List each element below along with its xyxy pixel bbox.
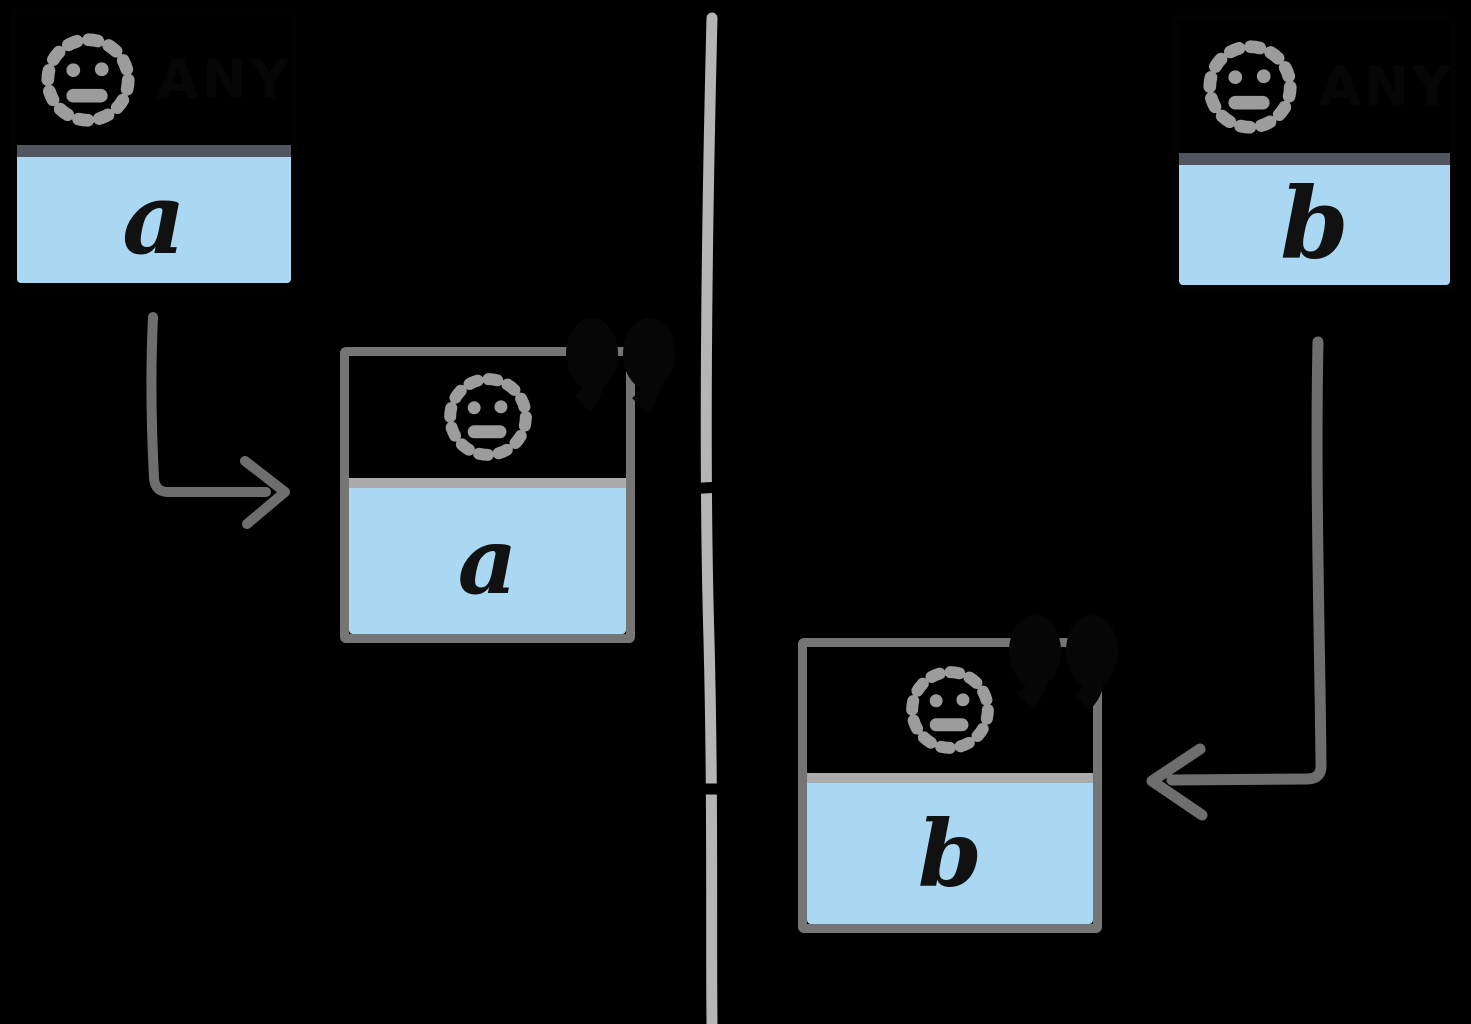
anonymous-face-icon: [443, 373, 532, 461]
card-any-b-header: ANY: [1179, 21, 1451, 153]
flow-arrow-b: [1146, 336, 1327, 821]
card-instance-a: a: [340, 318, 675, 643]
card-any-b: ANY b: [1172, 14, 1457, 292]
canvas-divider-line: [700, 12, 718, 1024]
transfer-arrow-left: [649, 756, 795, 823]
card-any-a-header: ANY: [17, 15, 291, 145]
card-separator: [807, 773, 1093, 783]
card-any-a-body: a: [17, 157, 291, 283]
quote-marks-icon: [1009, 615, 1118, 710]
card-separator: [1179, 153, 1450, 165]
card-instance-b: b: [798, 615, 1118, 933]
card-instance-a-body: a: [349, 488, 626, 634]
anonymous-face-icon: [906, 666, 994, 754]
flow-arrow-a: [146, 312, 290, 529]
anonymous-face-icon: [1203, 40, 1297, 134]
transfer-arrow-right: [678, 456, 778, 520]
value-label: b: [917, 799, 983, 908]
quote-marks-icon: [566, 318, 675, 413]
anonymous-face-icon: [41, 33, 135, 127]
value-label: a: [457, 507, 518, 615]
value-label: b: [1280, 167, 1349, 282]
card-any-b-body: b: [1179, 165, 1450, 285]
card-instance-b-body: b: [807, 783, 1093, 924]
card-separator: [349, 478, 626, 488]
value-label: a: [122, 162, 186, 277]
card-any-a: ANY a: [10, 8, 298, 290]
card-separator: [17, 145, 291, 157]
any-tag-label: ANY: [1319, 55, 1455, 118]
any-tag-label: ANY: [157, 48, 293, 111]
